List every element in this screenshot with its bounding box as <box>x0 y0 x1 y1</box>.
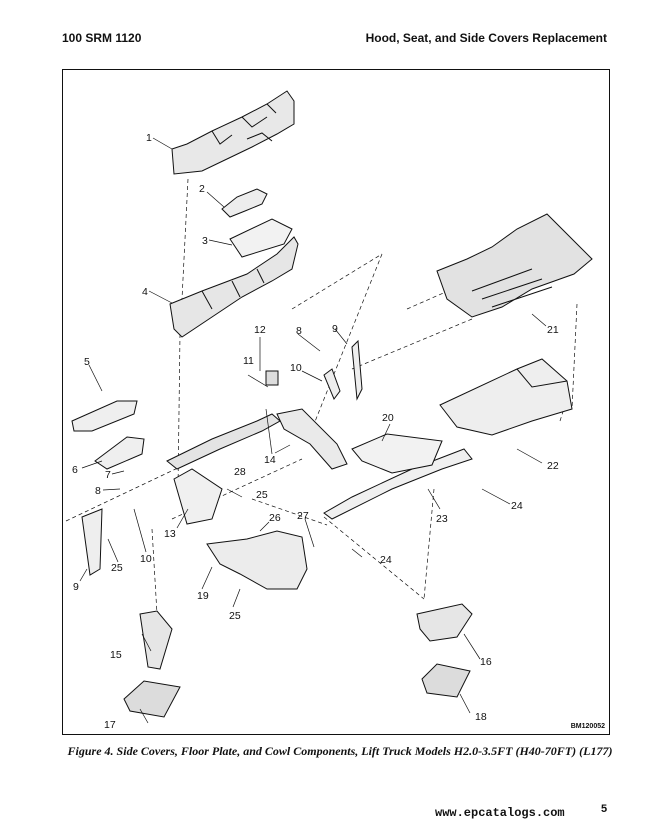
callout-6: 6 <box>72 464 78 476</box>
figure-frame <box>62 69 610 735</box>
callout-26: 26 <box>269 512 281 524</box>
part-5-cover <box>71 400 138 432</box>
figure-id-label: BM120052 <box>570 723 605 730</box>
callout-9-left: 9 <box>73 581 79 593</box>
callout-14: 14 <box>264 454 276 466</box>
exploded-parts-diagram: 1 2 3 4 5 6 7 8 8 9 9 10 10 11 12 13 14 … <box>65 90 593 731</box>
part-21-floor-mat <box>436 213 593 318</box>
page-number: 5 <box>601 803 608 815</box>
part-16-step-cover <box>416 603 473 642</box>
part-1-cowl <box>171 90 295 175</box>
callout-19: 19 <box>197 590 209 602</box>
callout-8-left: 8 <box>95 485 101 497</box>
part-6-cover <box>94 436 145 470</box>
callout-4: 4 <box>142 286 148 298</box>
callout-27: 27 <box>297 510 309 522</box>
part-23-frame <box>323 448 473 520</box>
callout-7: 7 <box>105 469 111 481</box>
callout-21: 21 <box>547 324 559 336</box>
part-13-panel <box>173 468 223 525</box>
callout-28: 28 <box>234 466 246 478</box>
callout-5: 5 <box>84 356 90 368</box>
callout-1: 1 <box>146 132 152 144</box>
part-9-right-bracket <box>351 339 363 401</box>
callout-17: 17 <box>104 719 116 731</box>
section-title: Hood, Seat, and Side Covers Replacement <box>365 31 607 45</box>
callout-22: 22 <box>547 460 559 472</box>
callout-24-right: 24 <box>511 500 523 512</box>
part-3-cover <box>229 218 293 258</box>
callout-24-lower: 24 <box>380 554 392 566</box>
part-2-bracket <box>221 188 268 218</box>
callout-2: 2 <box>199 183 205 195</box>
callout-9-right: 9 <box>332 323 338 335</box>
callout-12: 12 <box>254 324 266 336</box>
part-17-step-plate <box>123 680 181 718</box>
callout-16: 16 <box>480 656 492 668</box>
part-11-knob <box>265 370 279 386</box>
callout-23: 23 <box>436 513 448 525</box>
part-28-tray <box>166 413 281 470</box>
callout-15: 15 <box>110 649 122 661</box>
document-code: 100 SRM 1120 <box>62 31 142 45</box>
part-9-left-bracket <box>81 508 103 576</box>
callout-13: 13 <box>164 528 176 540</box>
part-22-floor-plate <box>439 358 573 436</box>
part-10-right-bracket <box>323 368 341 400</box>
part-19-lower-cowl <box>206 530 308 590</box>
callout-25-mid: 25 <box>256 489 268 501</box>
part-4-side-cover <box>169 236 299 338</box>
part-20-frame <box>351 433 443 474</box>
callout-8-right: 8 <box>296 325 302 337</box>
callout-3: 3 <box>202 235 208 247</box>
callout-10-left: 10 <box>140 553 152 565</box>
part-15-step-cover <box>139 610 173 670</box>
part-14-rail <box>276 408 348 470</box>
callout-11: 11 <box>243 355 254 367</box>
callout-25-left: 25 <box>111 562 123 574</box>
part-18-step-plate <box>421 663 471 698</box>
figure-caption: Figure 4. Side Covers, Floor Plate, and … <box>67 744 613 758</box>
callout-10-right: 10 <box>290 362 302 374</box>
callout-18: 18 <box>475 711 487 723</box>
callout-20: 20 <box>382 412 394 424</box>
footer-url: www.epcatalogs.com <box>435 806 565 820</box>
callout-25-lower: 25 <box>229 610 241 622</box>
